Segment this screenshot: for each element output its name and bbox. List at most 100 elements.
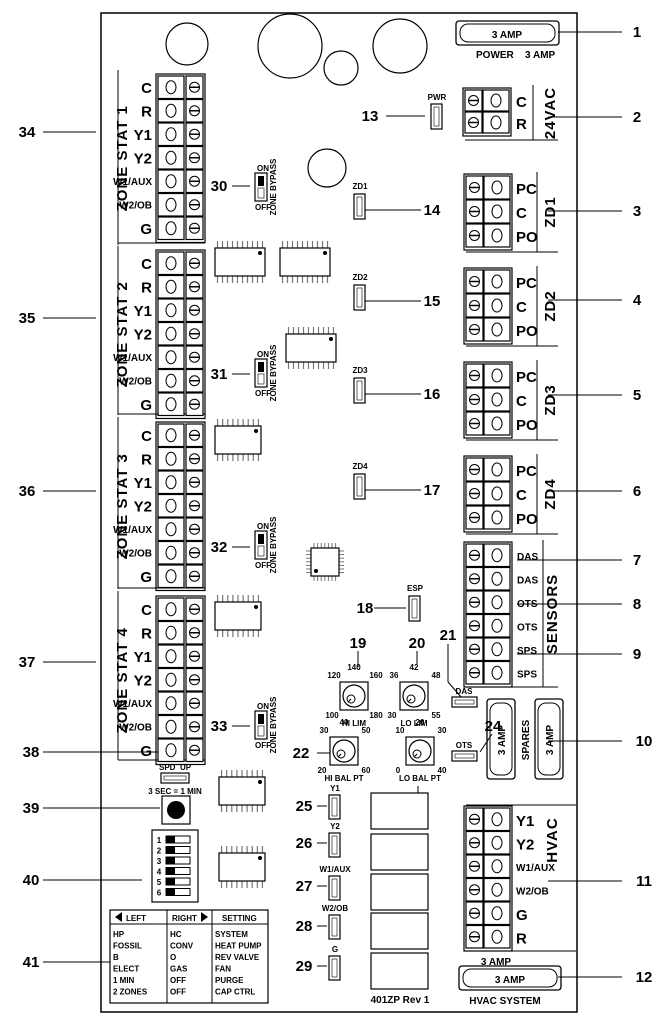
zone-damper-terminal-label: PO [516,323,538,340]
fuse-hvac-top-label: 3 AMP [481,957,512,968]
terminal-screw [165,672,177,687]
callout-number: 12 [636,969,653,986]
zone-stat-terminal-label: W2/OB [119,377,152,388]
callout-number: 33 [211,718,228,735]
terminal-screw [490,115,502,130]
pot-tick: 42 [410,663,419,672]
hvac-terminal-label: Y1 [516,813,534,830]
terminal-screw [491,368,503,383]
pot-tick: 30 [438,726,447,735]
terminal-screw [165,428,177,443]
terminal-screw [165,569,177,584]
dip-switch-toggle[interactable] [165,867,191,875]
zone-stat-label: ZONE STAT 4 [114,627,131,733]
zone-damper-terminal-label: PO [516,417,538,434]
callout-number: 24 [485,718,502,735]
led-das: DAS [451,687,478,708]
callout-number: 11 [636,873,652,890]
terminal-screw [165,451,177,466]
pot-tick: 20 [416,718,425,727]
callout-number: 27 [296,878,313,895]
callout-number: 10 [636,733,653,750]
relays [370,792,429,990]
pot-tick: 60 [362,766,371,775]
ic-chip [218,846,266,888]
pot-tick: 30 [320,726,329,735]
terminal-screw [165,373,177,388]
hvac-terminal-label: G [516,907,528,924]
dip-switch-toggle[interactable] [165,835,191,844]
terminal-screw [165,350,177,365]
pot-tick: 160 [369,671,383,680]
qfp-chip [306,543,344,581]
settings-cell: FOSSIL [113,942,142,951]
bypass-label: ZONE BYPASS [269,516,278,573]
zone-stat-terminal-label: C [141,428,152,445]
dip-switch-toggle[interactable] [165,846,191,854]
settings-cell: HC [170,930,182,939]
callout-number: 25 [296,798,313,815]
terminal-screw [165,221,177,236]
callouts-right [517,31,622,978]
terminal-24vac-title: 24VAC [542,87,559,139]
callout-number: 40 [23,872,40,889]
zone-damper-terminal-label: PC [516,275,537,292]
callout-number: 5 [633,387,641,404]
zone-stat-terminal-label: G [140,569,152,586]
zone-stat-label: ZONE STAT 3 [114,453,131,559]
zone-stat-terminal-label: Y1 [134,127,152,144]
callout-number: 20 [409,635,426,652]
callout-number: 29 [296,958,313,975]
terminal-screw [491,642,503,657]
callout-number: 36 [19,483,36,500]
hvac-terminal-label: W2/OB [516,887,549,898]
settings-cell: SYSTEM [215,930,248,939]
dip-number: 3 [157,857,162,866]
zone-stat-label: ZONE STAT 2 [114,281,131,387]
spd-label: SPD [159,763,176,772]
pot-tick: 48 [432,671,441,680]
bypass-off-label: OFF [255,561,271,570]
callout-number: 6 [633,483,641,500]
terminal-screw [491,835,503,850]
hvac-terminal-label: Y2 [516,837,534,854]
bypass-on-label: ON [257,522,269,531]
dip-switch-toggle[interactable] [165,888,191,896]
settings-cell: GAS [170,965,188,974]
dip-switch-toggle[interactable] [165,856,191,865]
ic-chip [218,770,266,812]
terminal-screw [165,696,177,711]
callout-number: 22 [293,745,310,762]
led-pwr: PWR [428,93,447,130]
callout-number: 21 [440,627,457,644]
test-button[interactable] [161,795,191,825]
terminal-screw [165,150,177,165]
led-output: G [328,945,341,981]
dip-number: 5 [157,878,162,887]
zone-damper-title: ZD3 [542,384,559,415]
bypass-on-label: ON [257,702,269,711]
settings-cell: OFF [170,988,186,997]
terminal-screw [165,303,177,318]
dip-switch-toggle[interactable] [165,877,191,886]
zone-damper-terminal-label: PC [516,369,537,386]
mounting-hole [307,148,347,188]
settings-cell: ELECT [113,965,139,974]
spares-label: SPARES [521,719,532,760]
terminal-screw [165,256,177,271]
led-zd-label: ZD3 [352,366,368,375]
